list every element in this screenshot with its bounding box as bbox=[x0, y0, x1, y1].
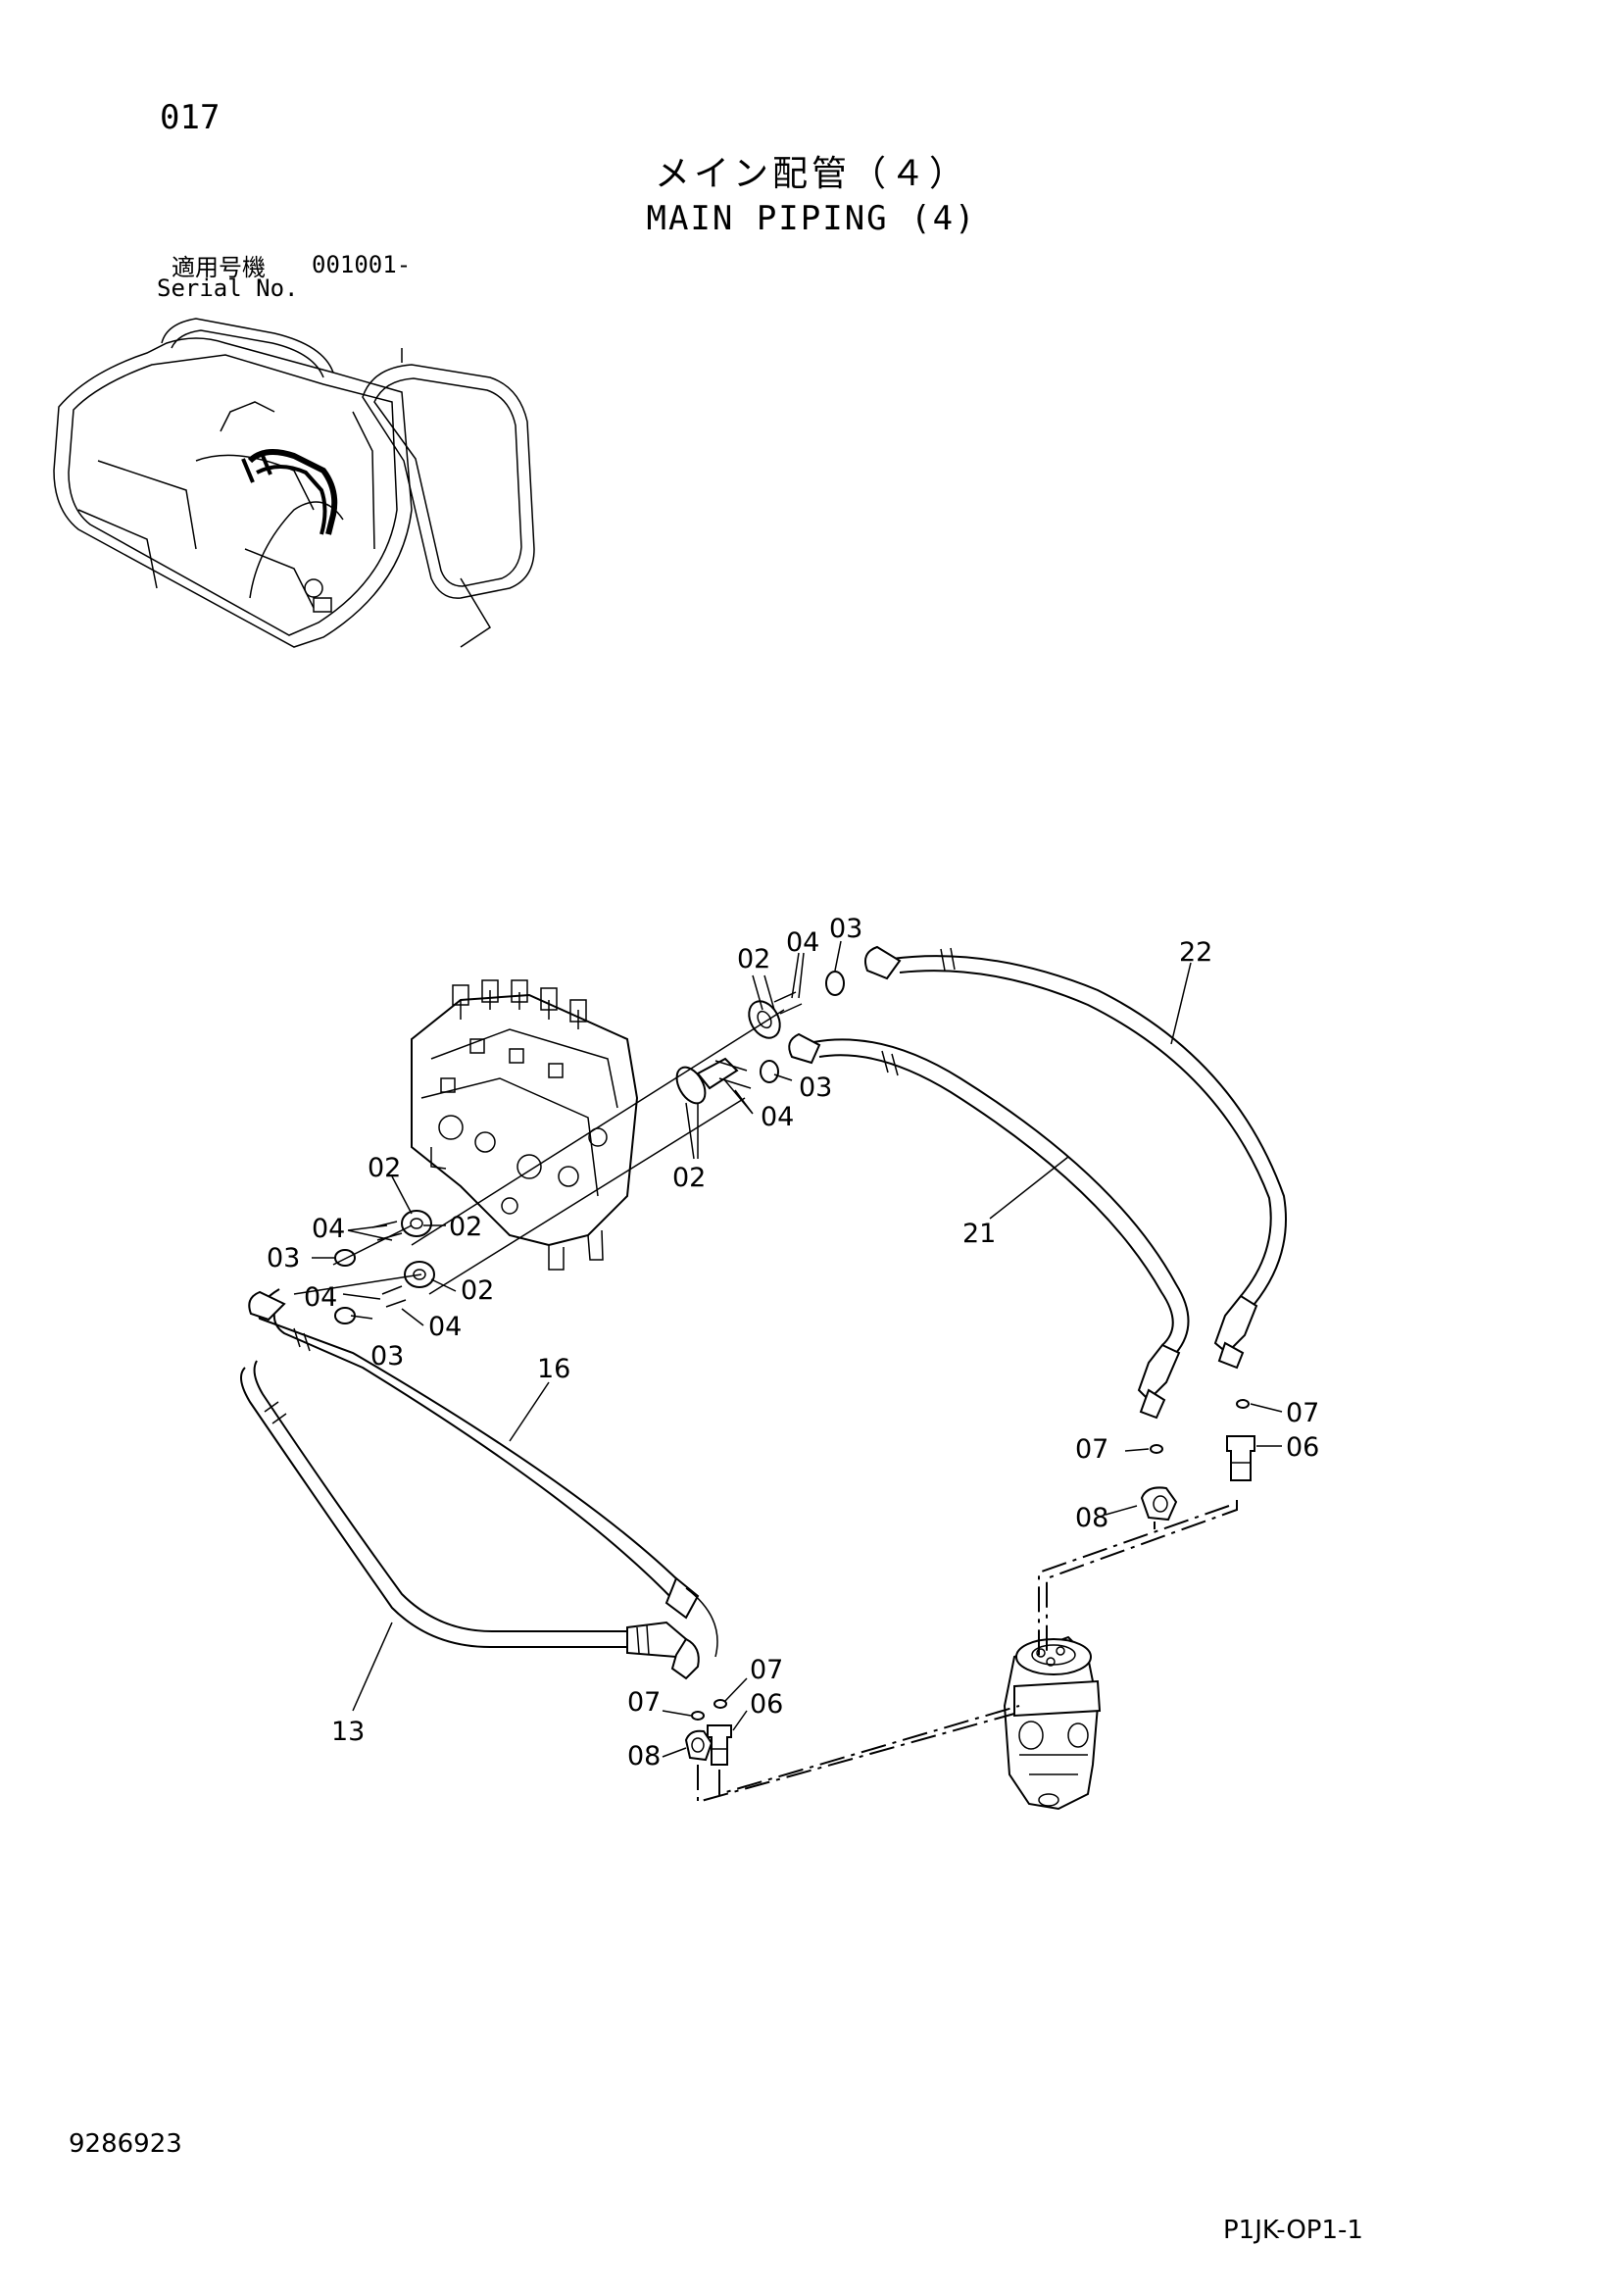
document-number: 9286923 bbox=[69, 2129, 182, 2159]
callout-label: 08 bbox=[627, 1741, 661, 1772]
page-number: 017 bbox=[160, 98, 221, 137]
serial-label-japanese: 適用号機 bbox=[172, 254, 266, 281]
control-valve-drawing bbox=[411, 979, 639, 1271]
leader-lines bbox=[312, 940, 1283, 1758]
callout-label: 02 bbox=[737, 944, 770, 974]
callout-label: 04 bbox=[304, 1282, 337, 1313]
callout-label: 04 bbox=[761, 1102, 794, 1132]
callout-label: 02 bbox=[672, 1163, 706, 1193]
callout-label: 16 bbox=[537, 1354, 570, 1384]
callout-label: 06 bbox=[750, 1689, 783, 1720]
callout-label: 04 bbox=[786, 927, 819, 958]
callouts: 02 04 03 22 03 04 02 21 02 04 02 03 04 0… bbox=[267, 914, 1319, 1772]
callout-label: 13 bbox=[331, 1717, 365, 1747]
flange-hardware bbox=[293, 971, 845, 1324]
serial-range: 001001- bbox=[312, 251, 412, 278]
callout-label: 02 bbox=[449, 1212, 482, 1242]
callout-label: 07 bbox=[1286, 1398, 1319, 1428]
callout-label: 07 bbox=[750, 1655, 783, 1685]
title-english: MAIN PIPING (4) bbox=[646, 199, 977, 238]
callout-label: 04 bbox=[428, 1312, 462, 1342]
fittings-right bbox=[1140, 1399, 1255, 1522]
callout-label: 03 bbox=[829, 914, 862, 944]
callout-label: 22 bbox=[1179, 937, 1212, 968]
hose-13 bbox=[240, 1360, 700, 1680]
machine-overview-drawing bbox=[53, 318, 535, 648]
hose-22 bbox=[864, 945, 1287, 1370]
page-code: P1JK-OP1-1 bbox=[1223, 2216, 1363, 2245]
callout-label: 02 bbox=[461, 1275, 494, 1306]
callout-label: 03 bbox=[370, 1341, 404, 1372]
center-joint-drawing bbox=[1003, 1635, 1102, 1811]
hose-16 bbox=[248, 1288, 718, 1658]
callout-label: 03 bbox=[799, 1073, 832, 1103]
callout-label: 03 bbox=[267, 1243, 300, 1273]
callout-label: 07 bbox=[1075, 1434, 1108, 1465]
callout-label: 07 bbox=[627, 1687, 661, 1718]
connection-lines bbox=[697, 1500, 1238, 1804]
callout-label: 06 bbox=[1286, 1432, 1319, 1463]
fittings-left bbox=[684, 1699, 732, 1766]
callout-label: 02 bbox=[368, 1153, 401, 1183]
callout-label: 21 bbox=[962, 1219, 996, 1249]
title-japanese: メイン配管（４） bbox=[654, 154, 968, 194]
callout-label: 08 bbox=[1075, 1503, 1108, 1533]
serial-label-english: Serial No. bbox=[157, 275, 299, 302]
callout-label: 04 bbox=[312, 1214, 345, 1244]
